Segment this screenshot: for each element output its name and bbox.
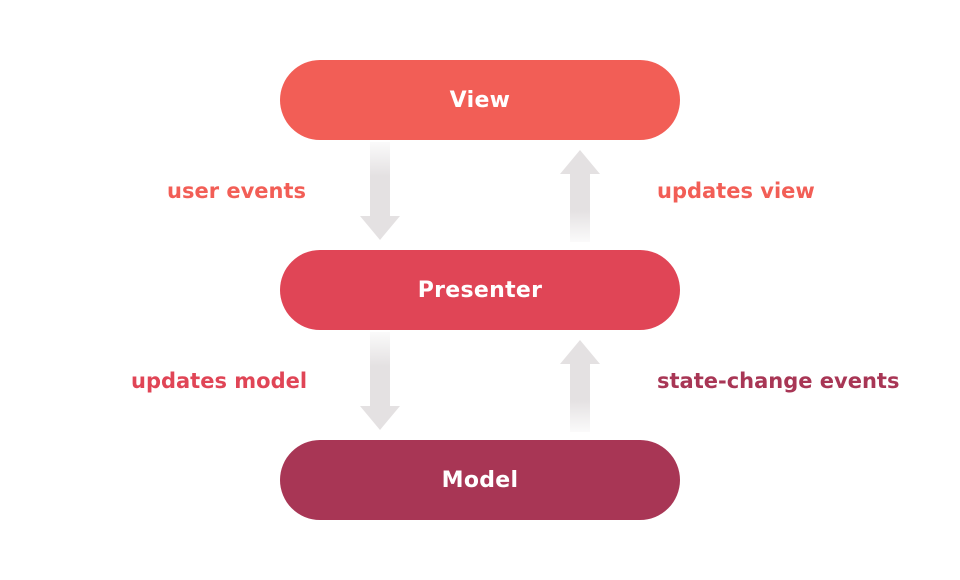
presenter-node: Presenter	[280, 250, 680, 330]
state-change-events-label: state-change events	[657, 369, 900, 393]
user-events-label: user events	[167, 179, 307, 203]
view-node: View	[280, 60, 680, 140]
model-node: Model	[280, 440, 680, 520]
updates-view-arrow-up	[560, 150, 600, 242]
updates-model-arrow-down	[360, 332, 400, 430]
state-change-arrow-up	[560, 340, 600, 432]
view-node-label: View	[449, 87, 511, 113]
user-events-arrow-down	[360, 142, 400, 240]
presenter-node-label: Presenter	[417, 277, 543, 303]
updates-model-label: updates model	[131, 369, 308, 393]
updates-view-label: updates view	[657, 179, 815, 203]
model-node-label: Model	[441, 467, 519, 493]
